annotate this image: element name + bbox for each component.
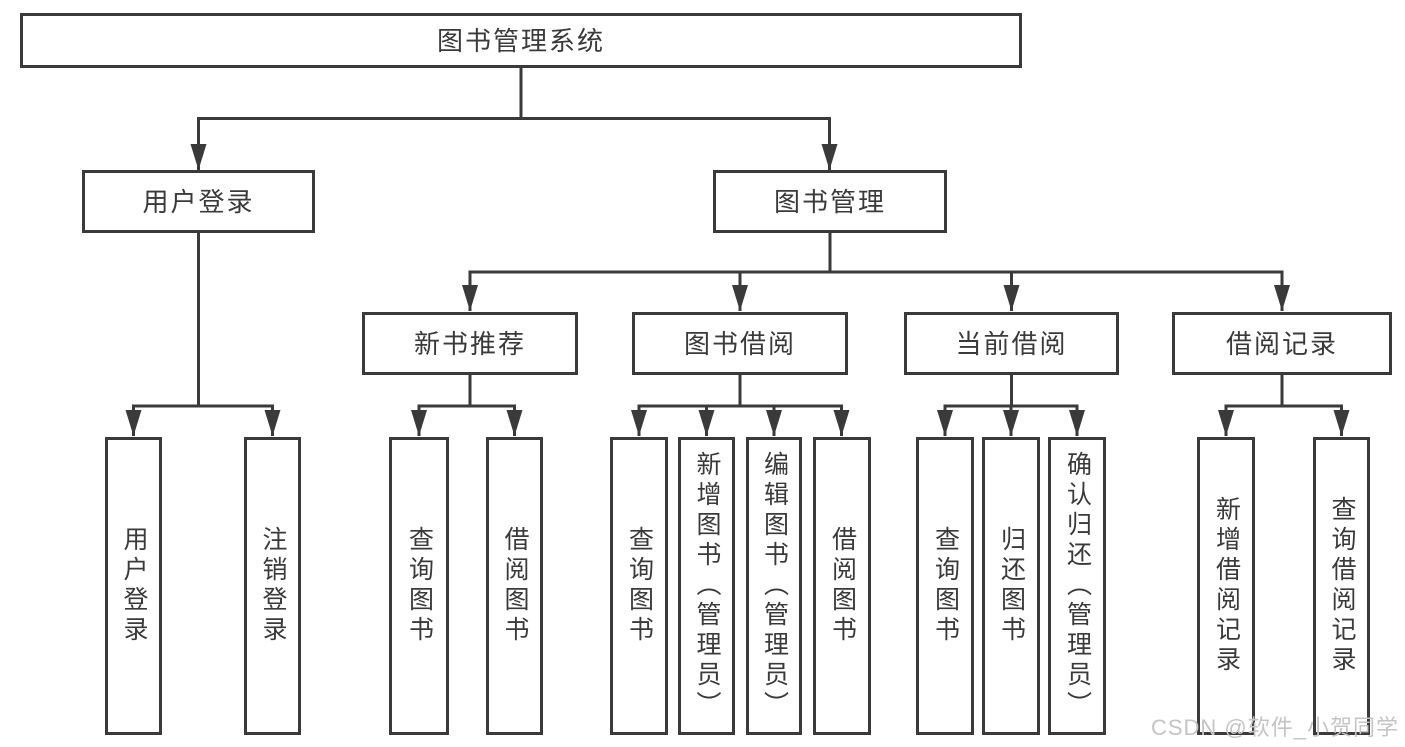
node-leaf-query-borrow-record-label: 查询借阅记录: [1328, 496, 1356, 676]
node-book-borrow-label: 图书借阅: [683, 328, 796, 359]
node-leaf-query-books-rec-label: 查询图书: [405, 526, 434, 646]
node-borrow-records-label: 借阅记录: [1225, 328, 1338, 359]
node-current-borrow: 当前借阅: [904, 312, 1119, 375]
node-leaf-edit-book-admin: 编辑图书（管理员）: [746, 437, 802, 735]
node-leaf-add-book-admin: 新增图书（管理员）: [678, 437, 735, 735]
node-borrow-records: 借阅记录: [1172, 312, 1392, 375]
node-leaf-borrow-books-2-label: 借阅图书: [828, 526, 857, 646]
node-leaf-confirm-return-admin-label: 确认归还（管理员）: [1063, 451, 1092, 721]
node-library-system-label: 图书管理系统: [436, 25, 605, 56]
csdn-watermark: CSDN @软件_小贺同学: [1150, 715, 1399, 740]
node-leaf-query-books-rec: 查询图书: [389, 437, 449, 735]
node-leaf-return-book-label: 归还图书: [997, 526, 1026, 646]
node-leaf-logout: 注销登录: [244, 437, 301, 735]
node-current-borrow-label: 当前借阅: [955, 328, 1068, 359]
node-leaf-query-books-current-label: 查询图书: [931, 526, 960, 646]
node-library-system: 图书管理系统: [20, 13, 1022, 68]
node-book-mgmt: 图书管理: [713, 170, 947, 233]
node-leaf-confirm-return-admin: 确认归还（管理员）: [1048, 437, 1106, 735]
node-leaf-return-book: 归还图书: [982, 437, 1040, 735]
node-leaf-user-login-label: 用户登录: [120, 526, 148, 646]
node-leaf-query-books-current: 查询图书: [916, 437, 974, 735]
node-book-borrow: 图书借阅: [632, 312, 848, 375]
node-leaf-user-login: 用户登录: [105, 437, 162, 735]
node-book-mgmt-label: 图书管理: [773, 186, 886, 217]
node-user-login: 用户登录: [82, 170, 315, 233]
node-leaf-add-borrow-record: 新增借阅记录: [1197, 437, 1255, 735]
node-leaf-edit-book-admin-label: 编辑图书（管理员）: [760, 451, 789, 721]
node-leaf-query-books-borrow: 查询图书: [610, 437, 668, 735]
node-leaf-add-book-admin-label: 新增图书（管理员）: [693, 451, 721, 721]
node-leaf-borrow-books-rec: 借阅图书: [486, 437, 543, 735]
node-leaf-query-books-borrow-label: 查询图书: [625, 526, 654, 646]
node-new-book-rec: 新书推荐: [362, 312, 578, 375]
node-leaf-add-borrow-record-label: 新增借阅记录: [1212, 496, 1241, 676]
node-new-book-rec-label: 新书推荐: [413, 328, 526, 359]
node-leaf-borrow-books-rec-label: 借阅图书: [501, 526, 529, 646]
node-leaf-query-borrow-record: 查询借阅记录: [1313, 437, 1370, 735]
node-leaf-borrow-books-2: 借阅图书: [813, 437, 871, 735]
node-user-login-label: 用户登录: [142, 186, 255, 217]
node-leaf-logout-label: 注销登录: [259, 526, 287, 646]
